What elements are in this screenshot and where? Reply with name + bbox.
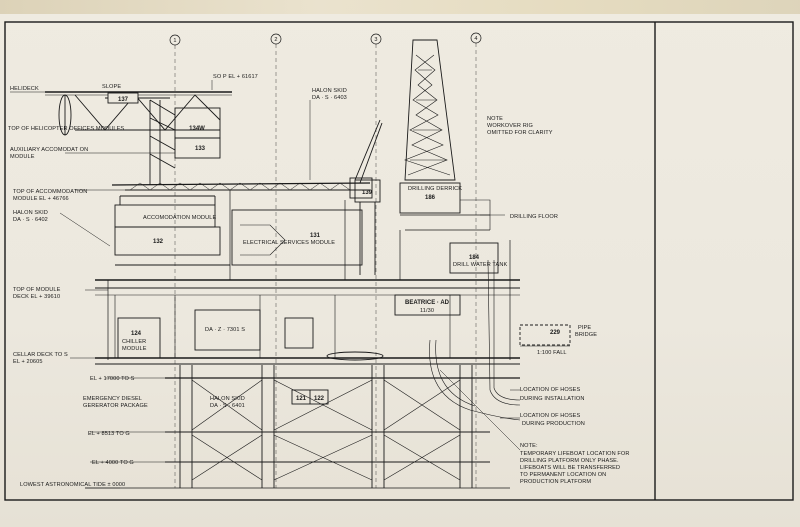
label-note-top-2: WORKOVER RIG	[487, 123, 533, 129]
electrical-services-module	[231, 209, 363, 266]
module-number-121: 121	[296, 396, 307, 402]
label-beatrice-2: 11/30	[420, 308, 434, 314]
module-number-137: 137	[118, 97, 129, 103]
label-slope: SLOPE	[102, 84, 121, 90]
label-loc-hoses-prod-1: LOCATION OF HOSES	[520, 413, 581, 419]
jacket-legs	[179, 365, 473, 488]
chiller-module	[117, 317, 161, 359]
module-139	[354, 179, 381, 203]
module-132	[114, 226, 221, 256]
label-chiller-1: CHILLER	[122, 339, 146, 345]
label-note-bot-6: PRODUCTION PLATFORM	[520, 479, 591, 485]
label-top-module-2: DECK EL + 39610	[13, 294, 60, 300]
lifeboat	[326, 351, 384, 361]
label-loc-hoses-prod-2: DURING PRODUCTION	[522, 421, 585, 427]
module-133	[174, 137, 221, 159]
module-number-122: 122	[314, 396, 325, 402]
label-note-bot-2: TEMPORARY LIFEBOAT LOCATION FOR	[520, 451, 630, 457]
label-drilling-floor: DRILLING FLOOR	[510, 214, 558, 220]
label-halon-skid-left-2: DA · S · 6402	[13, 217, 48, 223]
label-fall: 1:100 FALL	[537, 350, 567, 356]
label-pipe-bridge-1: PIPE	[578, 325, 591, 331]
label-aux-accom-2: MODULE	[10, 154, 35, 160]
module-number-134w: 134W	[189, 126, 205, 132]
drilling-derrick	[404, 39, 456, 181]
label-el17000: EL + 17000 TO S	[90, 376, 135, 382]
label-halon-skid-top-1: HALON SKID	[312, 88, 347, 94]
label-sopel: SO P EL + 61617	[213, 74, 258, 80]
beatrice-nameplate	[394, 294, 461, 316]
grid-marker-4-label: 4	[474, 36, 477, 42]
hoses-production	[429, 339, 521, 421]
grid-marker-1-label: 1	[173, 38, 176, 44]
label-loc-hoses-install-2: DURING INSTALLATION	[520, 396, 584, 402]
label-top-accom-1: TOP OF ACCOMMODATION	[13, 189, 87, 195]
label-chiller-2: MODULE	[122, 346, 147, 352]
module-186	[399, 182, 461, 214]
module-number-229: 229	[550, 330, 561, 336]
label-halon-skid-bot-2: DA · S · 6401	[210, 403, 245, 409]
label-helideck: HELIDECK	[10, 86, 39, 92]
crane-cab	[349, 177, 373, 199]
label-el4000: EL + 4000 TO G	[92, 460, 134, 466]
module-number-132: 132	[153, 239, 164, 245]
label-electrical-services: ELECTRICAL SERVICES MODULE	[243, 240, 335, 246]
label-pipe-bridge-2: BRIDGE	[575, 332, 597, 338]
label-beatrice-1: BEATRICE · AD	[405, 300, 450, 306]
label-top-module-1: TOP OF MODULE	[13, 287, 61, 293]
label-top-accom-2: MODULE EL + 46766	[13, 196, 69, 202]
label-loc-hoses-install-1: LOCATION OF HOSES	[520, 387, 581, 393]
module-number-133: 133	[195, 146, 206, 152]
label-daz: DA · Z · 7301 S	[205, 327, 245, 333]
label-note-bot-1: NOTE:	[520, 443, 538, 449]
grid-markers	[169, 32, 482, 488]
label-halon-skid-top-2: DA · S · 6403	[312, 95, 347, 101]
label-lat: LOWEST ASTRONOMICAL TIDE ± 0000	[20, 482, 125, 488]
grid-marker-3-label: 3	[374, 37, 377, 43]
label-halon-skid-left-1: HALON SKID	[13, 210, 48, 216]
hoses-installation	[487, 259, 521, 406]
platform-structure	[45, 39, 571, 489]
label-note-bot-5: TO PERMANENT LOCATION ON	[520, 472, 606, 478]
label-cellar-2: EL + 20605	[13, 359, 43, 365]
label-drilling-derrick: DRILLING DERRICK	[408, 186, 462, 192]
module-137-box	[107, 92, 139, 104]
label-note-top-1: NOTE	[487, 116, 503, 122]
module-number-131: 131	[310, 233, 321, 239]
label-emergency-1: EMERGENCY DIESEL	[83, 396, 142, 402]
crane-boom	[354, 119, 383, 184]
label-cellar-1: CELLAR DECK TO S	[13, 352, 68, 358]
label-note-top-3: OMITTED FOR CLARITY	[487, 130, 553, 136]
label-el8513: EL + 8513 TO G	[88, 431, 130, 437]
module-number-124: 124	[131, 331, 142, 337]
label-aux-accom-1: AUXILIARY ACCOMODAT ON	[10, 147, 88, 153]
paper-stain	[0, 0, 800, 14]
drill-water-tank	[449, 242, 499, 274]
module-number-139: 139	[362, 190, 373, 196]
drawing-border	[4, 21, 794, 501]
pipe-bridge	[519, 324, 571, 346]
module-number-186: 186	[425, 195, 436, 201]
label-halon-skid-bot-1: HALON SKID	[210, 396, 245, 402]
label-emergency-2: GERERATOR PACKAGE	[83, 403, 148, 409]
label-note-bot-4: LIFEBOATS WILL BE TRANSFERRED	[520, 465, 620, 471]
label-accommodation-module: ACCOMODATION MODULE	[143, 215, 216, 221]
label-drill-water-tank: DRILL WATER TANK	[453, 262, 508, 268]
label-note-bot-3: DRILLING PLATFORM ONLY PHASE.	[520, 458, 619, 464]
module-number-184: 184	[469, 255, 480, 261]
module-134w	[174, 107, 221, 139]
grid-marker-2-label: 2	[274, 37, 277, 43]
leader-lines	[10, 80, 521, 489]
label-top-heli: TOP OF HELICOPTER OFFICES MODULES	[8, 126, 124, 132]
